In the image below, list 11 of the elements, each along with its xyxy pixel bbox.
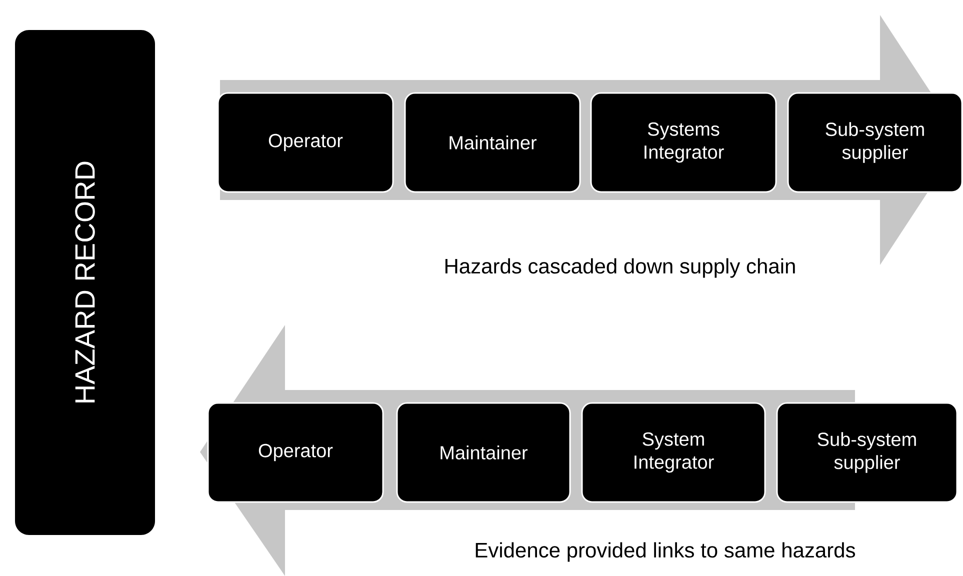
process-box: System Integrator — [581, 402, 766, 503]
caption: Hazards cascaded down supply chain — [445, 258, 795, 278]
process-box: Sub-system supplier — [776, 402, 958, 503]
process-box: Maintainer — [396, 402, 571, 503]
process-box: Operator — [217, 92, 394, 193]
process-box: Maintainer — [404, 92, 581, 193]
process-box: Operator — [207, 402, 384, 503]
record-box: HAZARD RECORD — [15, 30, 155, 535]
process-box: Systems Integrator — [590, 92, 777, 193]
caption: Evidence provided links to same hazards — [476, 542, 856, 562]
process-box: Sub-system supplier — [787, 92, 963, 193]
